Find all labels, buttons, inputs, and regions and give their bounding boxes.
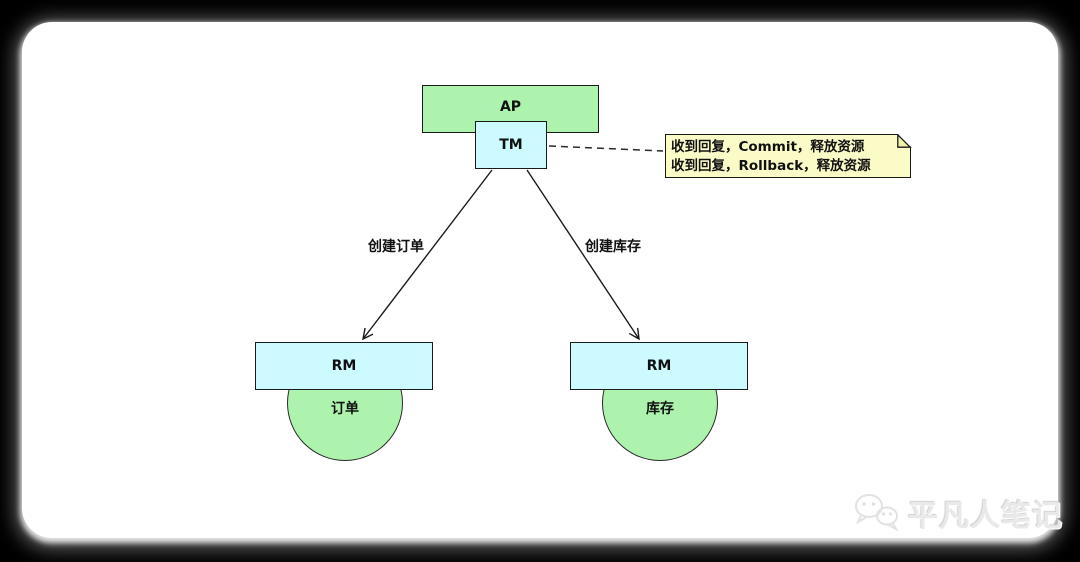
note-line-1: 收到回复，Commit，释放资源 — [671, 139, 865, 155]
note-fold-corner — [897, 134, 912, 148]
wechat-icon — [855, 494, 899, 532]
node-rm-right: RM — [570, 342, 748, 390]
node-ap-label: AP — [499, 99, 522, 115]
watermark-text: 平凡人笔记 — [908, 499, 1063, 534]
node-tm-label: TM — [499, 137, 523, 153]
edge-label-create-order: 创建订单 — [368, 239, 424, 255]
node-tm: TM — [475, 121, 547, 169]
note: 收到回复，Commit，释放资源 收到回复，Rollback，释放资源 — [665, 134, 911, 178]
node-rm-left-label: RM — [331, 358, 357, 374]
watermark: 平凡人笔记 — [853, 491, 1063, 535]
edge-label-create-inventory: 创建库存 — [585, 239, 641, 255]
db-label-order: 订单 — [331, 401, 359, 417]
note-line-2: 收到回复，Rollback，释放资源 — [671, 158, 871, 174]
node-rm-left: RM — [255, 342, 433, 390]
db-label-inventory: 库存 — [646, 401, 674, 417]
node-rm-right-label: RM — [646, 358, 672, 374]
